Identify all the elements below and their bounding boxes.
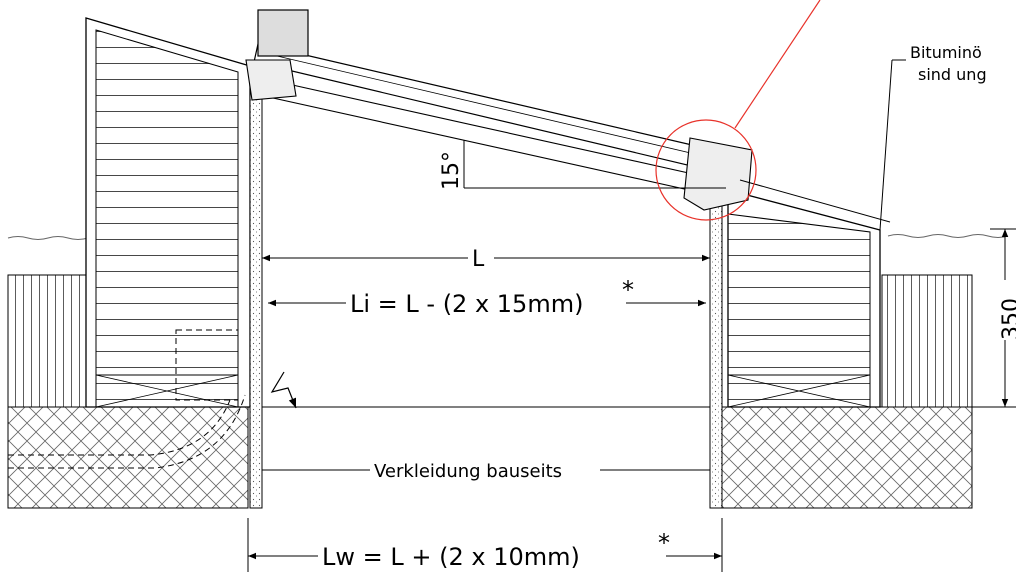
upstand-right [709, 59, 906, 509]
upstand-left [85, 17, 263, 509]
cladding-label: Verkleidung bauseits [374, 461, 562, 482]
dim-L-label: L [472, 247, 485, 272]
note-line-1: Bituminö [910, 43, 982, 62]
dim-Lw-star: * [658, 529, 670, 557]
note-line-2: sind ung [918, 65, 987, 84]
angle-indicator [463, 140, 726, 189]
detail-circle [655, 119, 757, 221]
concrete-slab [7, 406, 1016, 509]
drain-outlet-dashed [8, 329, 246, 469]
dim-Li-label: Li = L - (2 x 15mm) [350, 290, 583, 318]
roof-surface-right [887, 234, 1009, 238]
dim-Li-star: * [622, 276, 634, 304]
dim-Lw-label: Lw = L + (2 x 10mm) [322, 543, 580, 571]
height-label: 350 [999, 298, 1016, 340]
detail-leader [734, 0, 821, 129]
skylight-sash [245, 9, 891, 223]
roof-insulation-left [7, 274, 89, 408]
angle-label: 15° [439, 151, 464, 190]
lightning-icon [270, 371, 297, 409]
roof-insulation-right [881, 274, 973, 408]
roof-surface-left [7, 236, 89, 240]
